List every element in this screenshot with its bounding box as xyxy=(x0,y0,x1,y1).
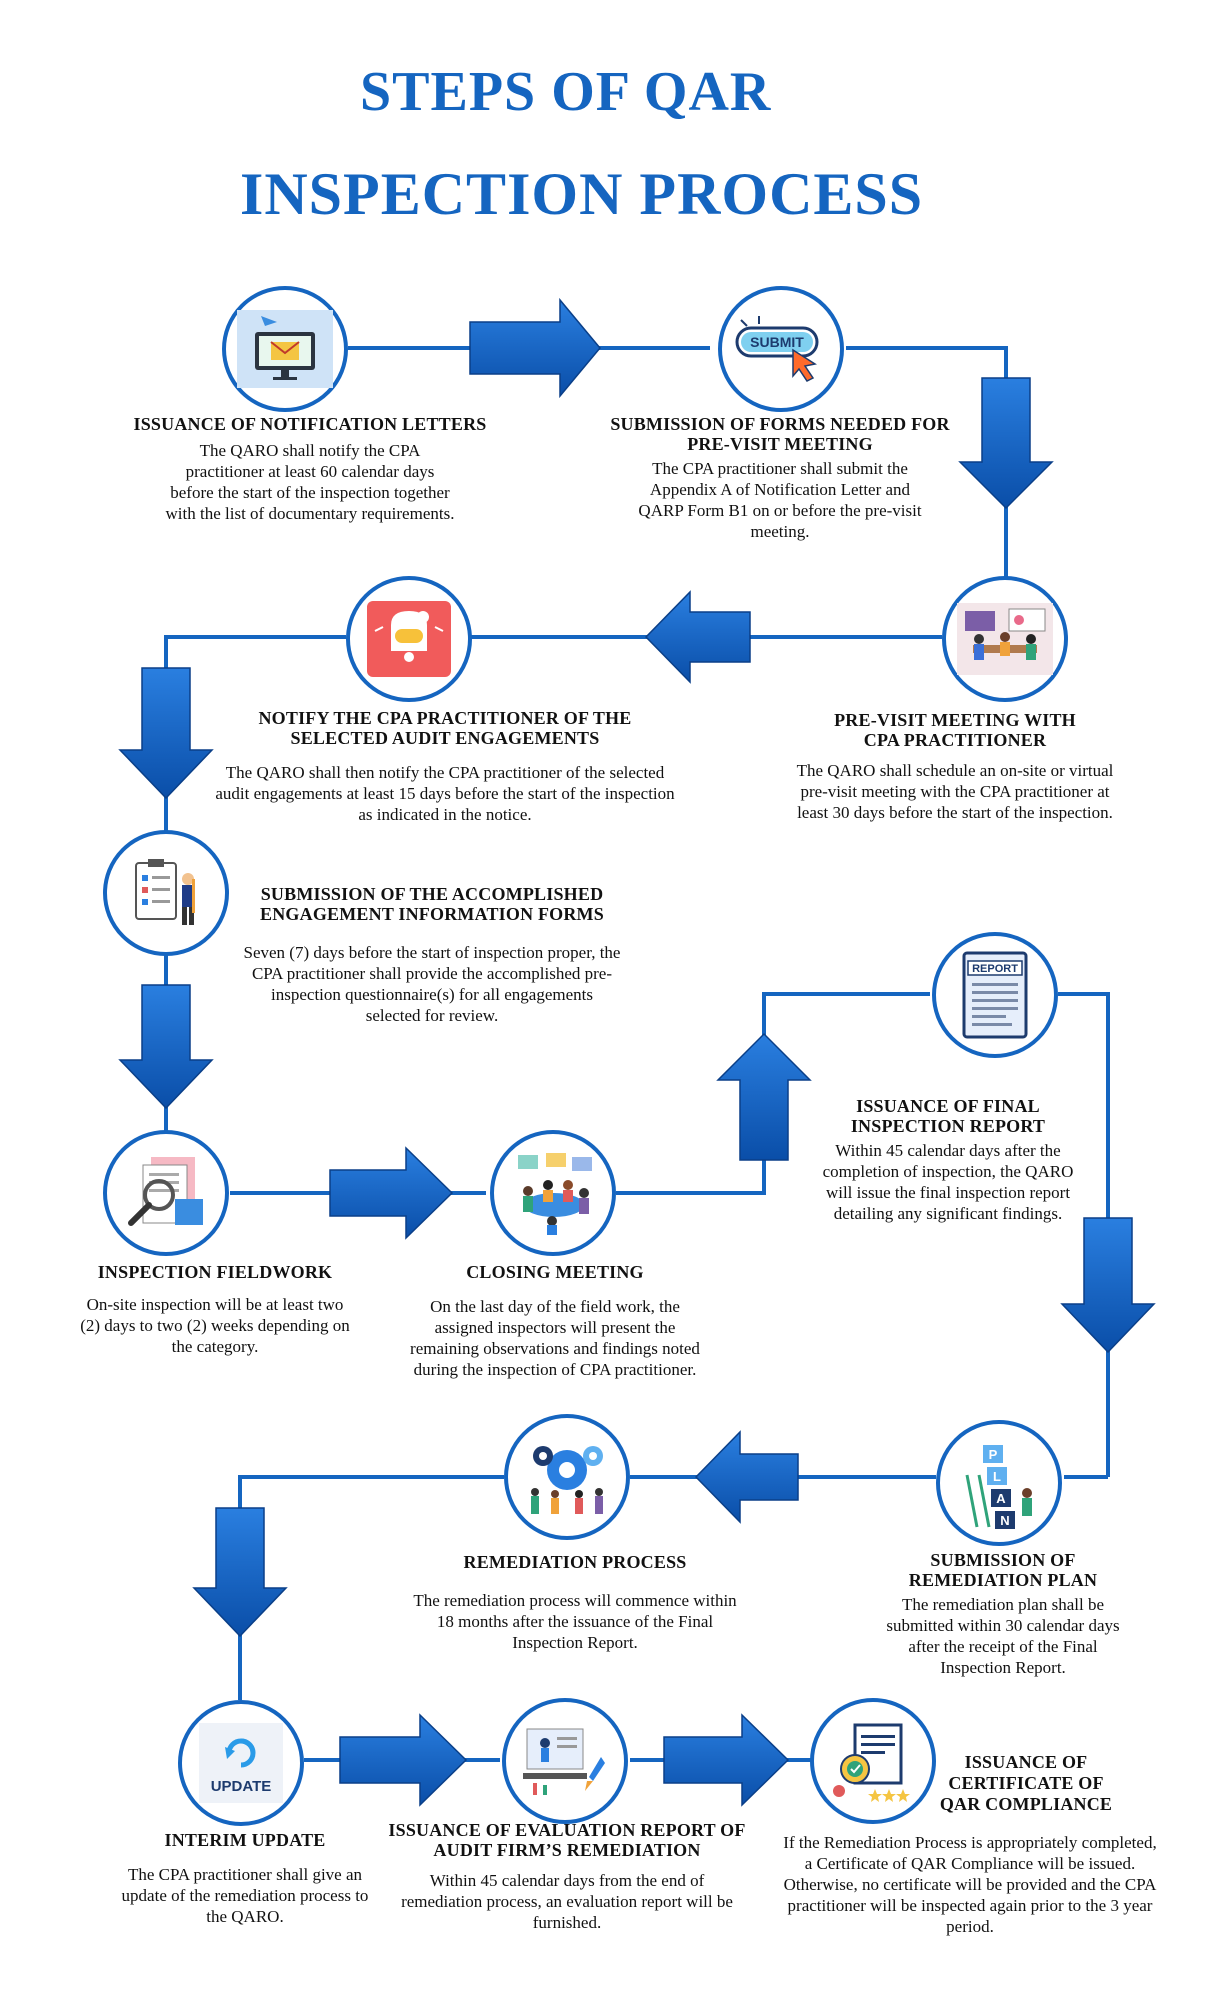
arrow-down-1 xyxy=(958,377,1054,510)
step-4: NOTIFY THE CPA PRACTITIONER OF THE SELEC… xyxy=(210,708,680,825)
submit-button-icon: SUBMIT xyxy=(735,316,819,382)
step-6-icon-circle xyxy=(103,1130,229,1256)
step-11-icon-circle: UPDATE xyxy=(178,1700,304,1826)
step-4-icon-circle xyxy=(346,576,472,702)
step-11: INTERIM UPDATE The CPA practitioner shal… xyxy=(90,1830,400,1927)
update-refresh-icon: UPDATE xyxy=(199,1723,283,1803)
step-title: SUBMISSION OF FORMS NEEDED FOR PRE-VISIT… xyxy=(610,414,950,454)
step-description: The remediation process will commence wi… xyxy=(413,1591,737,1652)
step-7-icon-circle xyxy=(490,1130,616,1256)
arrow-left-2 xyxy=(694,1430,799,1524)
step-description: Within 45 calendar days from the end of … xyxy=(401,1871,733,1932)
arrow-right-1 xyxy=(469,297,601,399)
step-description: Within 45 calendar days after the comple… xyxy=(822,1141,1074,1223)
step-title: SUBMISSION OF THE ACCOMPLISHED ENGAGEMEN… xyxy=(260,884,604,924)
step-2-icon-circle: SUBMIT xyxy=(718,286,844,412)
step-title: INTERIM UPDATE xyxy=(164,1830,326,1850)
step-title: INSPECTION FIELDWORK xyxy=(97,1262,333,1282)
step-2: SUBMISSION OF FORMS NEEDED FOR PRE-VISIT… xyxy=(590,414,970,542)
step-12: ISSUANCE OF EVALUATION REPORT OF AUDIT F… xyxy=(382,1820,752,1933)
step-6: INSPECTION FIELDWORK On-site inspection … xyxy=(70,1262,360,1357)
step-description: Seven (7) days before the start of inspe… xyxy=(243,943,621,1025)
step-1-icon-circle xyxy=(222,286,348,412)
step-title: NOTIFY THE CPA PRACTITIONER OF THE SELEC… xyxy=(258,708,632,748)
arrow-right-2 xyxy=(329,1146,454,1240)
notification-bell-icon xyxy=(367,601,451,677)
step-3-icon-circle xyxy=(942,576,1068,702)
step-description: If the Remediation Process is appropriat… xyxy=(783,1833,1157,1936)
step-description: The QARO shall schedule an on-site or vi… xyxy=(796,761,1114,822)
checklist-person-icon xyxy=(135,859,195,925)
step-title: REMEDIATION PROCESS xyxy=(463,1552,687,1572)
arrow-down-2 xyxy=(118,667,214,800)
report-label: REPORT xyxy=(972,963,1018,975)
arrow-down-3 xyxy=(118,984,214,1110)
step-1: ISSUANCE OF NOTIFICATION LETTERS The QAR… xyxy=(110,414,510,524)
step-title: ISSUANCE OF CERTIFICATE OF QAR COMPLIANC… xyxy=(939,1752,1113,1814)
report-document-icon: REPORT xyxy=(962,951,1028,1039)
step-12-icon-circle xyxy=(502,1698,628,1824)
update-label: UPDATE xyxy=(211,1778,272,1795)
meeting-room-icon xyxy=(957,603,1053,675)
step-description: On-site inspection will be at least two … xyxy=(80,1295,350,1356)
certificate-stars-icon xyxy=(833,1723,910,1802)
step-title: SUBMISSION OF REMEDIATION PLAN xyxy=(908,1550,1098,1590)
step-10: REMEDIATION PROCESS The remediation proc… xyxy=(400,1552,750,1653)
plan-letter-p: P xyxy=(989,1447,998,1462)
step-title: ISSUANCE OF EVALUATION REPORT OF AUDIT F… xyxy=(388,1820,746,1860)
step-5-icon-circle xyxy=(103,830,229,956)
arrow-right-3 xyxy=(339,1713,468,1807)
step-description: The QARO shall notify the CPA practition… xyxy=(165,441,455,523)
step-3: PRE-VISIT MEETING WITH CPA PRACTITIONER … xyxy=(790,710,1120,823)
step-10-icon-circle xyxy=(504,1414,630,1540)
computer-mail-icon xyxy=(237,310,333,388)
arrow-right-4 xyxy=(663,1713,790,1807)
plan-ladder-icon: P L A N xyxy=(965,1445,1032,1529)
submit-label: SUBMIT xyxy=(750,334,804,350)
step-5: SUBMISSION OF THE ACCOMPLISHED ENGAGEMEN… xyxy=(232,884,632,1026)
step-13: If the Remediation Process is appropriat… xyxy=(780,1832,1160,1937)
step-title: ISSUANCE OF NOTIFICATION LETTERS xyxy=(133,414,487,434)
step-description: The CPA practitioner shall give an updat… xyxy=(121,1865,369,1926)
plan-letter-a: A xyxy=(996,1491,1006,1506)
arrow-down-4 xyxy=(1060,1217,1156,1354)
arrow-left-1 xyxy=(644,590,751,684)
step-description: The CPA practitioner shall submit the Ap… xyxy=(638,459,922,541)
step-9: SUBMISSION OF REMEDIATION PLAN The remed… xyxy=(858,1550,1148,1678)
page-subtitle: INSPECTION PROCESS xyxy=(240,161,924,227)
step-7: CLOSING MEETING On the last day of the f… xyxy=(390,1262,720,1380)
step-description: The QARO shall then notify the CPA pract… xyxy=(215,763,675,824)
step-title: CLOSING MEETING xyxy=(466,1262,644,1282)
step-8-icon-circle: REPORT xyxy=(932,932,1058,1058)
step-description: The remediation plan shall be submitted … xyxy=(886,1595,1120,1677)
step-title: ISSUANCE OF FINAL INSPECTION REPORT xyxy=(850,1096,1046,1136)
plan-letter-n: N xyxy=(1000,1513,1009,1528)
magnifier-documents-icon xyxy=(128,1157,203,1226)
step-title: PRE-VISIT MEETING WITH CPA PRACTITIONER xyxy=(834,710,1076,750)
step-8: ISSUANCE OF FINAL INSPECTION REPORT With… xyxy=(818,1096,1078,1224)
step-13-icon-circle xyxy=(810,1698,936,1824)
gears-team-icon xyxy=(531,1446,603,1514)
team-meeting-icon xyxy=(518,1153,592,1235)
arrow-down-5 xyxy=(192,1507,288,1638)
step-description: On the last day of the field work, the a… xyxy=(410,1297,700,1379)
arrow-up-1 xyxy=(716,1032,812,1161)
step-9-icon-circle: P L A N xyxy=(936,1420,1062,1546)
step-13-heading: ISSUANCE OF CERTIFICATE OF QAR COMPLIANC… xyxy=(936,1752,1136,1815)
page-title: STEPS OF QAR xyxy=(360,61,772,123)
rocket-laptop-icon xyxy=(523,1728,605,1795)
plan-letter-l: L xyxy=(993,1469,1001,1484)
